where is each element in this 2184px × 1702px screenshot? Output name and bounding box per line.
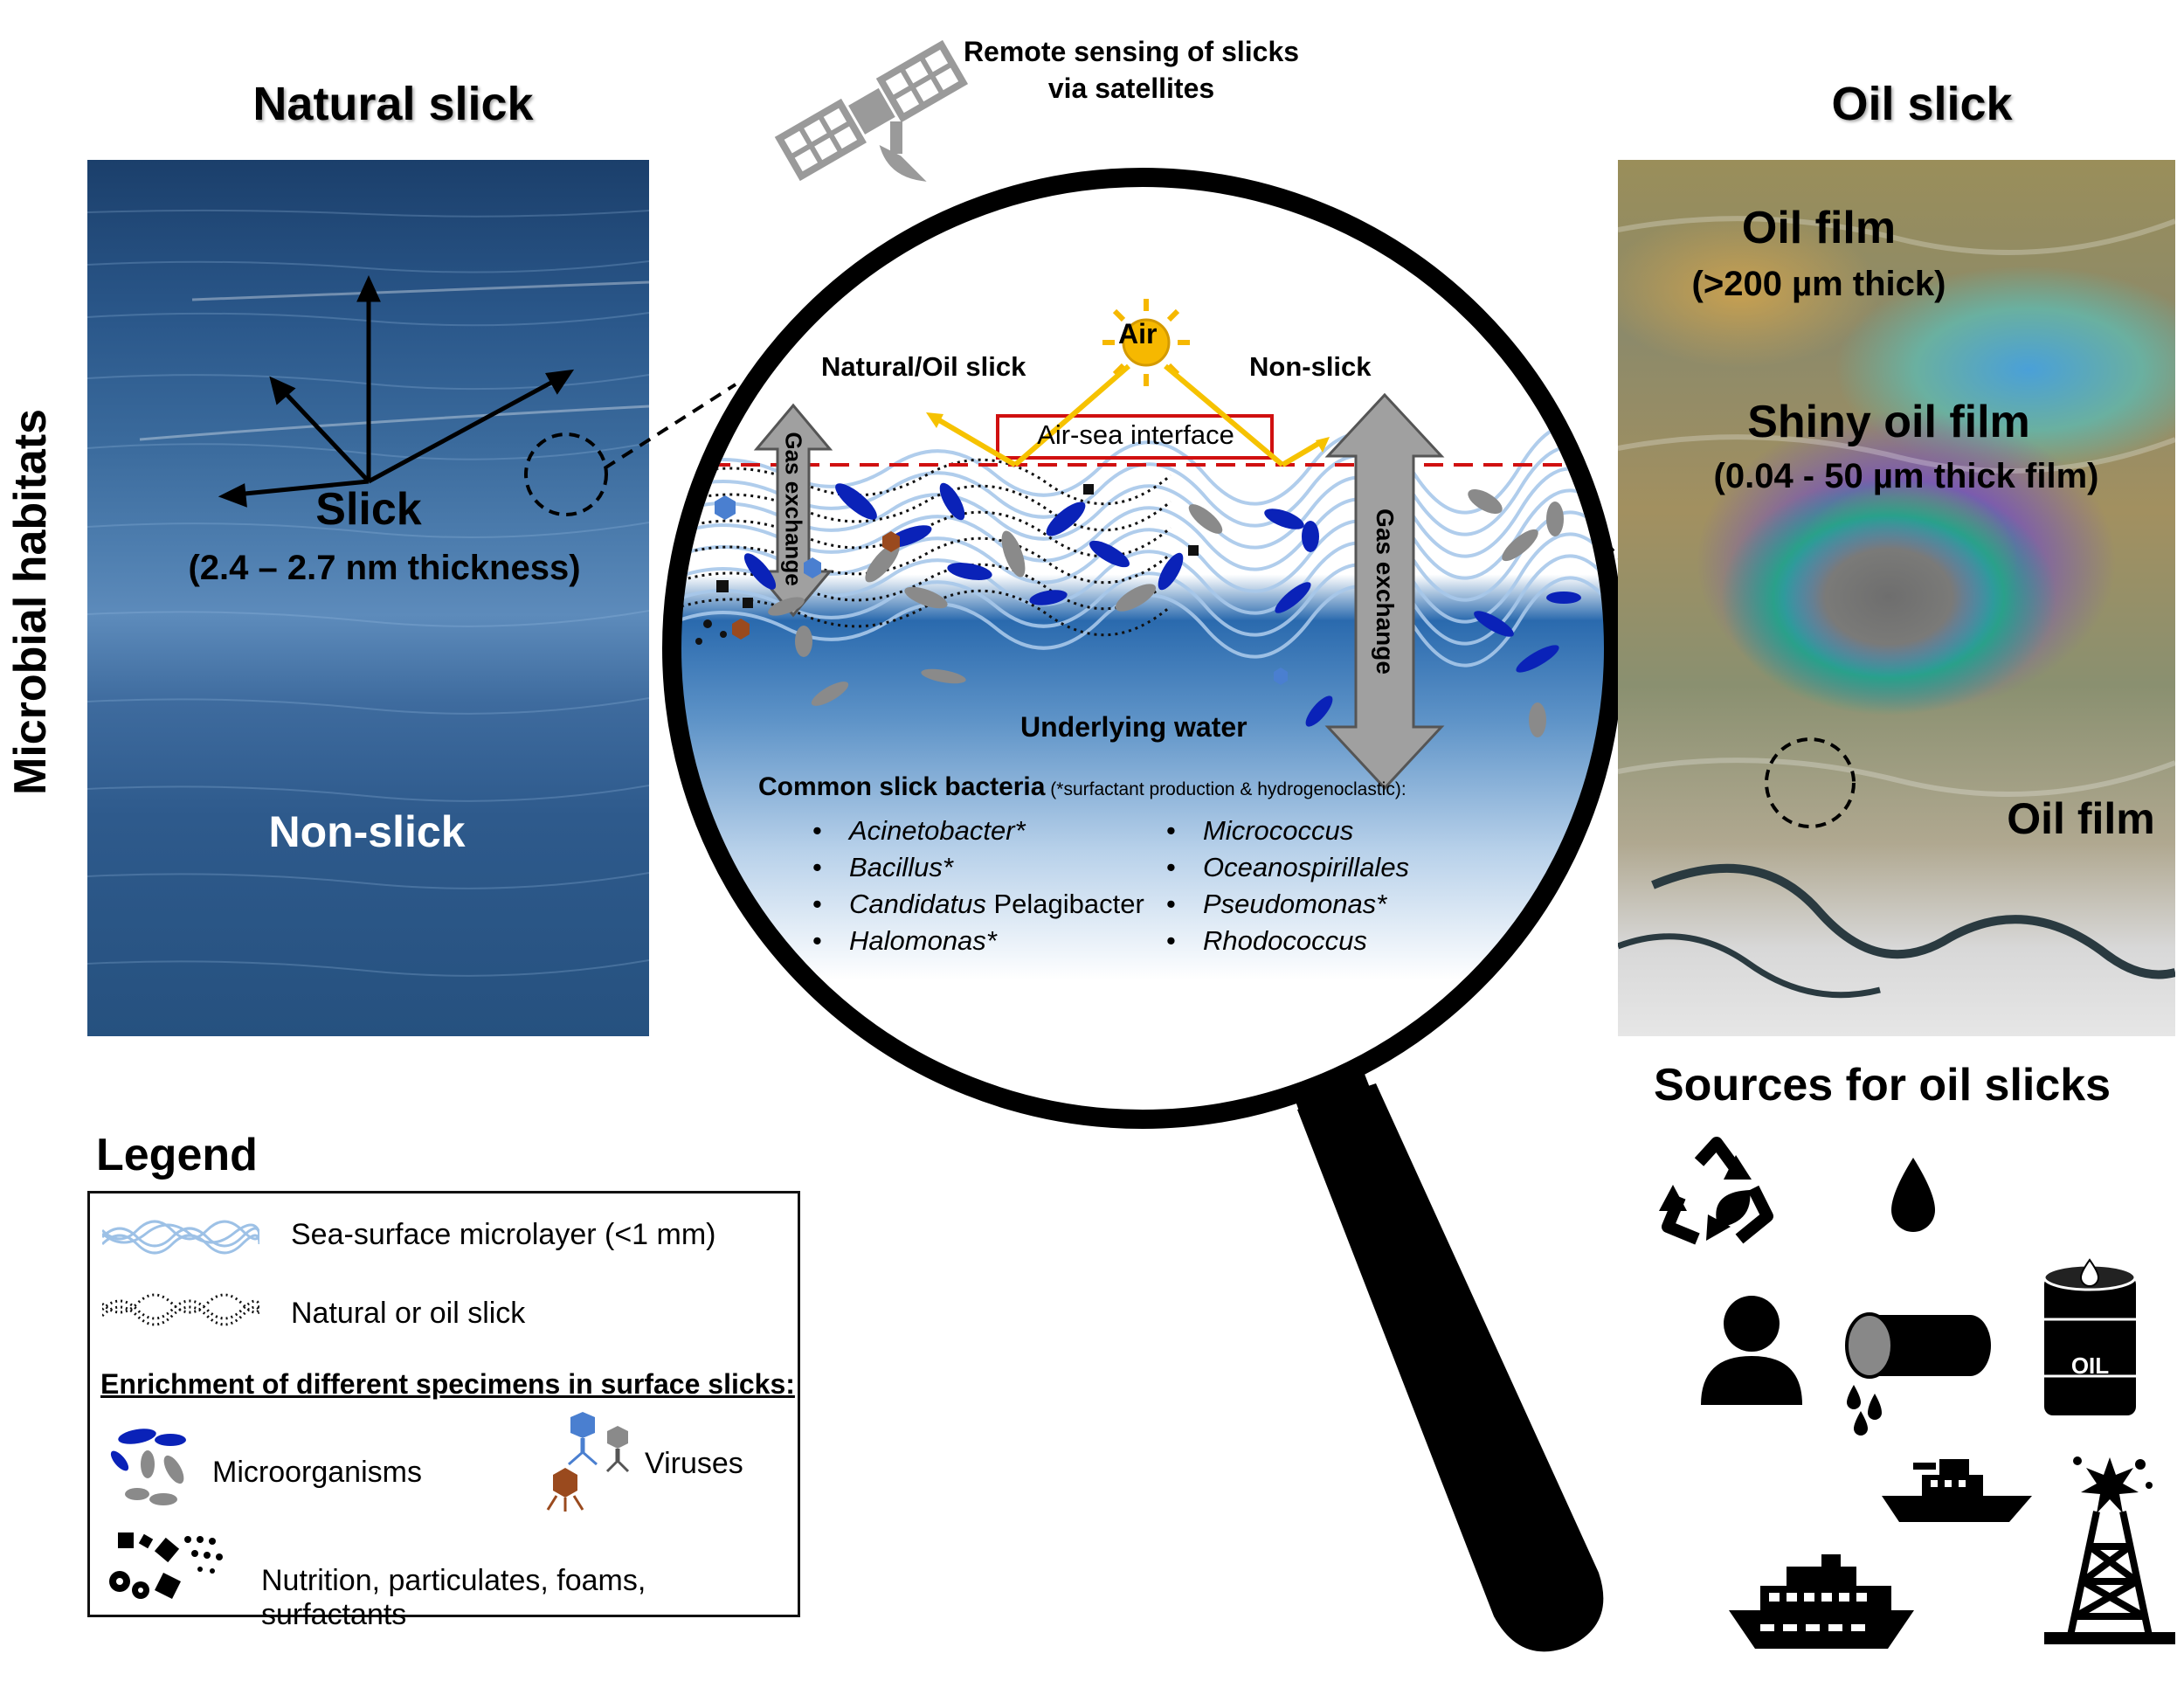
legend-microlayer-label: Sea-surface microlayer (<1 mm) [291, 1218, 716, 1251]
shiny-oil-film-thickness: (0.04 - 50 µm thick film) [1713, 457, 2099, 495]
legend-nutrition-label: Nutrition, particulates, foams, surfacta… [261, 1564, 646, 1631]
air-label: Air [1118, 318, 1158, 349]
bacteria-item: Rhodococcus [1166, 923, 1409, 959]
microorganisms-swatch-icon [110, 1429, 186, 1505]
oil-drop-icon [1891, 1158, 1935, 1232]
natural-oil-slick-label: Natural/Oil slick [821, 351, 1026, 382]
legend-slick-label: Natural or oil slick [291, 1297, 526, 1330]
sea-texture [87, 209, 649, 977]
slick-swatch-icon [102, 1293, 259, 1326]
oil-slick-heading: Oil slick [1831, 78, 2013, 130]
legend-heading: Legend [96, 1130, 258, 1180]
legend-enrichment-label: Enrichment of different specimens in sur… [100, 1368, 795, 1400]
oil-film-top-thickness: (>200 µm thick) [1691, 265, 1946, 303]
bacteria-item: Halomonas* [812, 923, 1144, 959]
bacteria-note: (*surfactant production & hydrogenoclast… [1045, 779, 1406, 799]
bacteria-list-right: Micrococcus Oceanospirillales Pseudomona… [1166, 813, 1409, 959]
legend-box: Sea-surface microlayer (<1 mm) Natural o… [87, 1191, 800, 1631]
satellite-caption-line2: via satellites [1047, 73, 1215, 104]
satellite-caption-line1: Remote sensing of slicks [963, 36, 1300, 67]
bacteria-list-left: Acinetobacter* Bacillus* Candidatus Pela… [812, 813, 1144, 959]
gas-exchange-left-label: Gas exchange [780, 432, 807, 586]
bacteria-item: Pseudomonas* [1166, 886, 1409, 923]
natural-slick-heading: Natural slick [252, 78, 534, 130]
nonslick-label: Non-slick [268, 807, 466, 856]
microbial-habitats-label: Microbial habitats [5, 408, 56, 795]
magnifier-lens: Air Natural/Oil slick Non-slick Air-sea … [662, 168, 1623, 1129]
oil-rig-icon [2044, 1456, 2175, 1644]
slick-label: Slick [315, 484, 422, 535]
nutrition-swatch-icon [109, 1532, 223, 1599]
bacteria-item: Candidatus Pelagibacter [812, 886, 1144, 923]
oil-film-top-label: Oil film [1741, 203, 1897, 253]
shiny-oil-film-label: Shiny oil film [1747, 397, 2030, 447]
sources-heading: Sources for oil slicks [1654, 1060, 2111, 1110]
microlayer-swatch-icon [102, 1220, 259, 1255]
lens-scene [681, 299, 1604, 791]
bacteria-heading: Common slick bacteria (*surfactant produ… [758, 772, 1406, 802]
air-sea-interface-label: Air-sea interface [1037, 419, 1234, 450]
gas-exchange-right-label: Gas exchange [1372, 509, 1399, 675]
barrel-label: OIL [2070, 1353, 2110, 1379]
legend-viruses-label: Viruses [645, 1447, 743, 1480]
natural-slick-photo: Slick (2.4 – 2.7 nm thickness) Non-slick [87, 160, 649, 1036]
small-boat-icon [1882, 1459, 2032, 1522]
underlying-water-label: Underlying water [1020, 711, 1248, 743]
oil-barrel-icon [2042, 1258, 2137, 1415]
ship-icon [1729, 1554, 1914, 1649]
bacteria-item-genus: Candidatus [849, 889, 986, 919]
recycle-icon [1659, 1137, 1773, 1245]
bacteria-item: Oceanospirillales [1166, 849, 1409, 886]
slick-thickness: (2.4 – 2.7 nm thickness) [188, 549, 581, 587]
bacteria-item: Micrococcus [1166, 813, 1409, 849]
oil-texture [1618, 216, 2175, 999]
leaking-pipe-icon [1845, 1312, 1991, 1436]
oil-film-bottom-label: Oil film [2007, 794, 2155, 843]
satellite-icon [774, 39, 969, 182]
bacteria-heading-text: Common slick bacteria [758, 772, 1046, 801]
oil-slick-photo: Oil film (>200 µm thick) Shiny oil film … [1618, 160, 2175, 1036]
bacteria-item: Bacillus* [812, 849, 1144, 886]
bacteria-item: Acinetobacter* [812, 813, 1144, 849]
viruses-swatch-icon [546, 1412, 630, 1512]
bacteria-item-species: Pelagibacter [993, 889, 1144, 919]
person-icon [1701, 1296, 1802, 1405]
satellite-caption: Remote sensing of slicks via satellites [957, 33, 1306, 107]
legend-microorganisms-label: Microorganisms [212, 1456, 422, 1489]
non-slick-label: Non-slick [1249, 351, 1372, 382]
sun-icon [1102, 299, 1190, 386]
